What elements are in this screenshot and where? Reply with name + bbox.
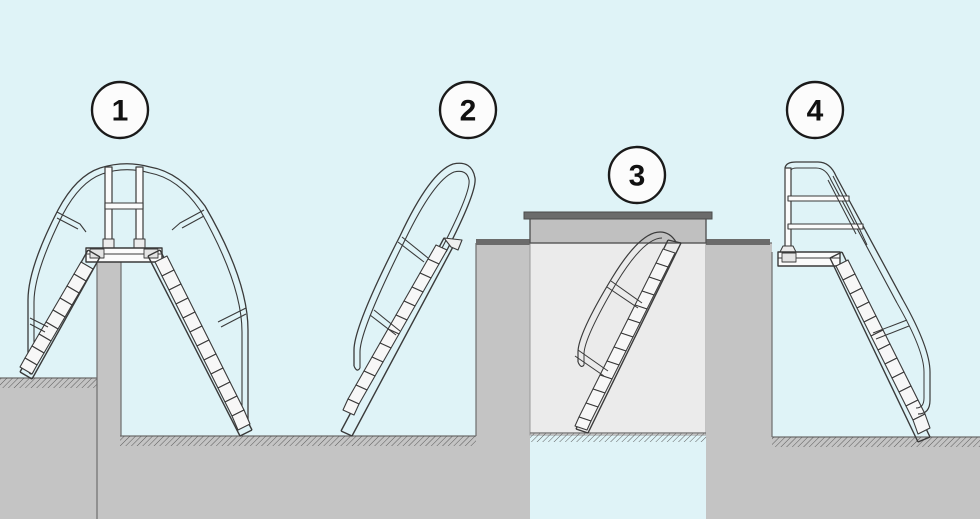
fig1-stringer-right-head	[147, 249, 161, 257]
fig1-stringer-right-foot	[239, 429, 253, 437]
badge-circle-3	[607, 145, 667, 205]
ground-cap-strip-left	[476, 239, 530, 245]
fig2-brace-upper	[401, 236, 429, 259]
fig2-brace-lower2	[369, 314, 397, 336]
fig4-guard-post	[784, 167, 792, 253]
fig1-stringer-right-inner	[147, 255, 241, 437]
fig3-handrail-outer	[577, 231, 661, 362]
fig3-brace-lower	[577, 349, 609, 372]
fig1-post-crossbar	[104, 202, 144, 210]
figure-3-pit-ladder	[574, 231, 682, 434]
fig4-handrail-outer	[902, 299, 931, 415]
fig1-brace-right-lower2	[220, 313, 247, 328]
callout-badge-1[interactable]: 1	[90, 80, 150, 140]
badge-label-2: 2	[460, 95, 477, 128]
fig1-brace-right-upper	[171, 209, 205, 231]
fig1-platform-bracket-right	[143, 248, 159, 259]
fig1-platform-bracket-left	[89, 248, 105, 259]
fig4-brace-lower	[872, 319, 908, 334]
fig2-brace-lower	[373, 309, 401, 332]
fig4-stringer-foot	[917, 436, 931, 443]
fig3-treads	[574, 248, 676, 431]
fig3-handrail-cap	[577, 361, 585, 367]
fig2-brace-upper2	[397, 241, 425, 263]
fig1-brace-right-upper2	[181, 215, 205, 229]
fig1-handrail-left-outer	[27, 167, 101, 370]
fig3-brace-upper2	[606, 286, 639, 309]
badge-circle-4	[785, 80, 845, 140]
fig3-stringer-foot	[575, 428, 589, 434]
hatch-curb-cap	[523, 211, 713, 220]
fig1-treads-left	[19, 261, 94, 375]
fig4-guardrail-top-inner	[790, 167, 898, 304]
pit-hatch-curb	[523, 211, 713, 244]
fig1-handrail-right-inner	[149, 172, 243, 420]
hatch-curb-body	[529, 217, 707, 244]
ground-right-lower-hatch	[772, 437, 980, 447]
fig1-brace-left-upper2	[56, 217, 79, 230]
ground-cap-strip-right	[706, 239, 770, 245]
fig4-guardrail-top-outer	[784, 161, 904, 301]
fig1-handrail-right-outer	[149, 166, 249, 420]
figure-4-platform-ladder	[777, 161, 931, 443]
ground-mid-block	[476, 243, 530, 519]
badge-circle-2	[438, 80, 498, 140]
fig3-brace-upper	[610, 280, 643, 304]
fig3-brace-lower2	[574, 355, 605, 377]
ground-masses	[0, 239, 980, 519]
callout-badge-4[interactable]: 4	[785, 80, 845, 140]
pit-floor-3-hatch	[530, 433, 706, 442]
fig2-treads	[342, 244, 448, 416]
fig1-brace-right-lower	[217, 307, 247, 323]
wall-pillar-center	[96, 249, 122, 519]
fig4-brace-upper2	[827, 179, 857, 235]
fig2-handrail-inner	[359, 170, 470, 368]
figure-1-crossover-ladder	[19, 163, 253, 437]
fig4-handrail-inner	[896, 302, 925, 409]
fig1-brace-left-lower	[29, 317, 49, 328]
pit-floor-lower-hatch	[120, 436, 476, 446]
fig4-guardrail-midrail-2	[787, 223, 864, 230]
fig3-stringer-head	[667, 239, 682, 244]
callout-badge-2[interactable]: 2	[438, 80, 498, 140]
fig4-landing-bracket	[781, 252, 797, 263]
fig1-stringer-left-head	[87, 249, 101, 258]
fig1-brace-left-lower2	[29, 323, 46, 333]
fig2-handrail-cap	[353, 365, 361, 371]
fig2-stringer-outer	[351, 242, 456, 437]
fig4-brace-upper	[832, 175, 868, 246]
fig4-guard-post-foot	[779, 245, 797, 253]
fig2-handrail-outer	[353, 162, 476, 366]
fig1-treads-right	[154, 255, 251, 431]
fig4-stringer-inner	[829, 257, 919, 443]
fig3-stringer-outer	[587, 242, 682, 434]
badge-circle-1	[90, 80, 150, 140]
figure-2-inclined-ladder	[340, 162, 476, 437]
ground-left-upper	[0, 378, 97, 519]
badge-label-1: 1	[112, 95, 129, 128]
ground-right-block	[706, 243, 772, 519]
ground-left-upper-hatch	[0, 378, 97, 388]
fig1-handrail-top-arc	[99, 163, 151, 169]
ground-right-lower-base	[772, 437, 980, 519]
fig2-top-bracket	[443, 237, 463, 251]
badge-label-4: 4	[807, 95, 824, 128]
callout-badges-group: 1 2 3 4	[90, 80, 845, 205]
fig2-stringer-foot	[340, 430, 353, 437]
fig1-stringer-left-foot	[19, 371, 33, 380]
fig1-brace-left-upper	[56, 211, 87, 233]
fig4-guardrail-midrail-1	[787, 195, 850, 202]
fig3-handrail-top-join	[659, 231, 677, 243]
fig4-stringer-head	[829, 251, 843, 259]
fig4-brace-lower2	[875, 325, 910, 340]
pit-floor-lower	[120, 436, 476, 519]
badge-label-3: 3	[629, 160, 646, 193]
fig3-handrail-inner	[583, 237, 663, 365]
callout-badge-3[interactable]: 3	[607, 145, 667, 205]
